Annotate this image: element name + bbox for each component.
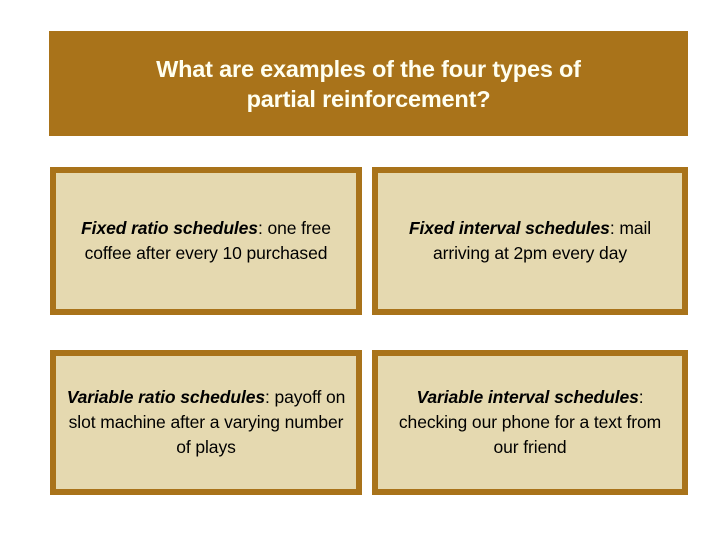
box-fixed-interval-separator: : bbox=[609, 218, 615, 238]
box-fixed-interval-description: mail arriving at 2pm every day bbox=[433, 218, 652, 263]
box-variable-interval: Variable interval schedules: checking ou… bbox=[372, 350, 688, 495]
box-fixed-ratio-term: Fixed ratio schedules bbox=[81, 218, 258, 238]
box-variable-interval-separator: : bbox=[638, 387, 644, 407]
title-question-mark: ? bbox=[476, 85, 491, 112]
box-variable-interval-term: Variable interval schedules bbox=[416, 387, 639, 407]
box-variable-interval-description: checking our phone for a text from our f… bbox=[398, 412, 662, 457]
title-emphasis-partial-reinforcement: partial reinforcement bbox=[246, 85, 477, 112]
box-variable-ratio-description: payoff on slot machine after a varying n… bbox=[68, 387, 346, 457]
box-fixed-ratio-text: Fixed ratio schedules: one free coffee a… bbox=[66, 216, 346, 266]
box-variable-ratio-separator: : bbox=[264, 387, 270, 407]
box-variable-ratio: Variable ratio schedules: payoff on slot… bbox=[50, 350, 362, 495]
box-fixed-interval-term: Fixed interval schedules bbox=[408, 218, 610, 238]
title-banner: What are examples of the four types of p… bbox=[49, 31, 688, 136]
box-fixed-ratio: Fixed ratio schedules: one free coffee a… bbox=[50, 167, 362, 315]
box-fixed-interval-text: Fixed interval schedules: mail arriving … bbox=[388, 216, 672, 266]
box-variable-ratio-term: Variable ratio schedules bbox=[66, 387, 265, 407]
box-fixed-interval: Fixed interval schedules: mail arriving … bbox=[372, 167, 688, 315]
box-variable-ratio-text: Variable ratio schedules: payoff on slot… bbox=[66, 385, 346, 460]
content-box-grid: Fixed ratio schedules: one free coffee a… bbox=[50, 167, 688, 495]
title-line-1: What are examples of the four types of bbox=[156, 55, 581, 82]
box-variable-interval-text: Variable interval schedules: checking ou… bbox=[388, 385, 672, 460]
box-fixed-ratio-description: one free coffee after every 10 purchased bbox=[84, 218, 331, 263]
title-line-2: partial reinforcement? bbox=[247, 84, 491, 114]
box-fixed-ratio-separator: : bbox=[257, 218, 263, 238]
